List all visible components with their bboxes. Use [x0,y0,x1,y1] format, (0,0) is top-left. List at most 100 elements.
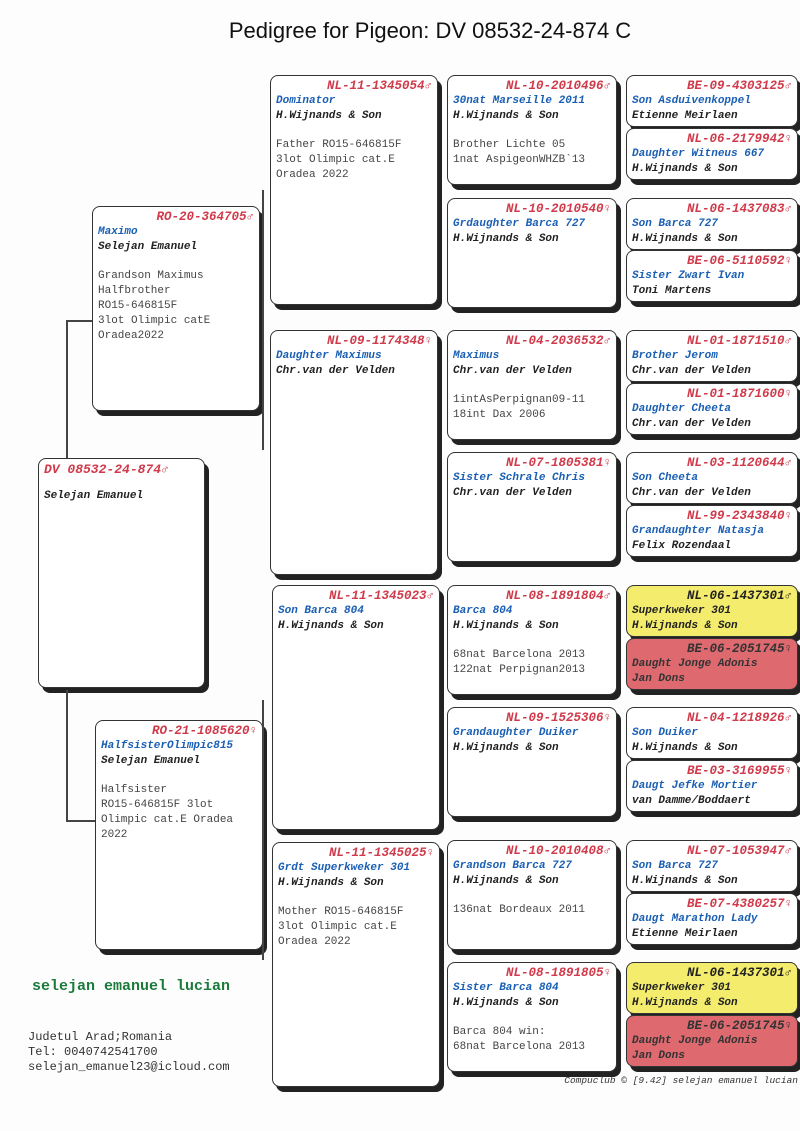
sex-icon: ♂ [784,844,792,858]
ring-id: DV 08532-24-874 [44,462,162,477]
ring-id: NL-09-1525306 [505,711,604,725]
ring-id: NL-03-1120644 [686,456,785,470]
connector-line [66,320,92,322]
sex-icon: ♂ [603,334,611,348]
sex-icon: ♂ [426,589,434,603]
owner-name: H.Wijnands & Son [453,997,559,1009]
address: Judetul Arad;Romania [28,1030,173,1044]
sex-icon: ♀ [784,1019,792,1033]
sex-icon: ♂ [784,589,792,603]
pigeon-name: Daught Jonge Adonis [632,658,758,670]
pigeon-notes: Grandson Maximus Halfbrother RO15-646815… [98,270,211,342]
owner-name: H.Wijnands & Son [632,163,738,175]
sex-icon: ♂ [603,589,611,603]
pigeon-name: Son Barca 727 [632,218,718,230]
owner-name: Selejan Emanuel [98,241,198,253]
pigeon-name: Sister Zwart Ivan [632,270,745,282]
ring-number: RO-21-1085620♀ [101,724,257,739]
sex-icon: ♂ [784,711,792,725]
owner-name: H.Wijnands & Son [453,742,559,754]
owner-name: Chr.van der Velden [632,418,751,430]
owner-name: Toni Martens [632,285,712,297]
pigeon-name: Son Barca 804 [278,605,364,617]
ring-number: DV 08532-24-874♂ [44,462,199,477]
pigeon-notes: Father RO15-646815F 3lot Olimpic cat.E O… [276,139,402,181]
ring-id: NL-11-1345054 [326,79,425,93]
ring-id: NL-07-1053947 [686,844,785,858]
ring-number: NL-09-1174348♀ [276,334,432,349]
ring-number: NL-11-1345023♂ [278,589,434,604]
pigeon-name: Barca 804 [453,605,513,617]
ring-number: NL-11-1345054♂ [276,79,432,94]
pigeon-card[interactable]: DV 08532-24-874♂ Selejan Emanuel [38,458,205,688]
pigeon-name: Brother Jerom [632,350,718,362]
ring-id: BE-09-4303125 [686,79,785,93]
ring-number: NL-09-1525306♀ [453,711,611,726]
ring-id: NL-06-1437083 [686,202,785,216]
sex-icon: ♀ [424,334,432,348]
pigeon-name: Daughter Cheeta [632,403,732,415]
owner-name: Etienne Meirlaen [632,928,738,940]
ring-id: NL-04-2036532 [505,334,604,348]
owner-name: Felix Rozendaal [632,540,732,552]
pigeon-name: Grandaughter Natasja [632,525,765,537]
owner-name: H.Wijnands & Son [453,875,559,887]
ring-number: BE-06-2051745♀ [632,1019,792,1034]
owner-name: Selejan Emanuel [44,490,144,502]
sex-icon: ♂ [784,202,792,216]
ring-id: NL-10-2010408 [505,844,604,858]
pigeon-name: Grandaughter Duiker [453,727,579,739]
breeder-name: selejan emanuel lucian [32,978,231,995]
sex-icon: ♂ [784,966,792,980]
ring-number: NL-06-2179942♀ [632,132,792,147]
ring-number: NL-06-1437301♂ [632,966,792,981]
sex-icon: ♀ [784,642,792,656]
owner-name: Chr.van der Velden [632,487,751,499]
ring-number: NL-07-1805381♀ [453,456,611,471]
owner-name: H.Wijnands & Son [632,620,738,632]
ring-number: NL-01-1871600♀ [632,387,792,402]
ring-number: NL-10-2010540♀ [453,202,611,217]
ring-id: NL-07-1805381 [505,456,604,470]
ring-id: BE-06-2051745 [686,1019,785,1033]
pigeon-notes: 136nat Bordeaux 2011 [453,904,586,916]
pigeon-name: Daught Jonge Adonis [632,1035,758,1047]
connector-line [262,700,264,960]
ring-number: NL-01-1871510♂ [632,334,792,349]
sex-icon: ♀ [603,966,611,980]
pigeon-name: Daughter Maximus [276,350,382,362]
ring-number: NL-99-2343840♀ [632,509,792,524]
ring-id: BE-06-5110592 [686,254,785,268]
ring-id: NL-06-2179942 [686,132,785,146]
